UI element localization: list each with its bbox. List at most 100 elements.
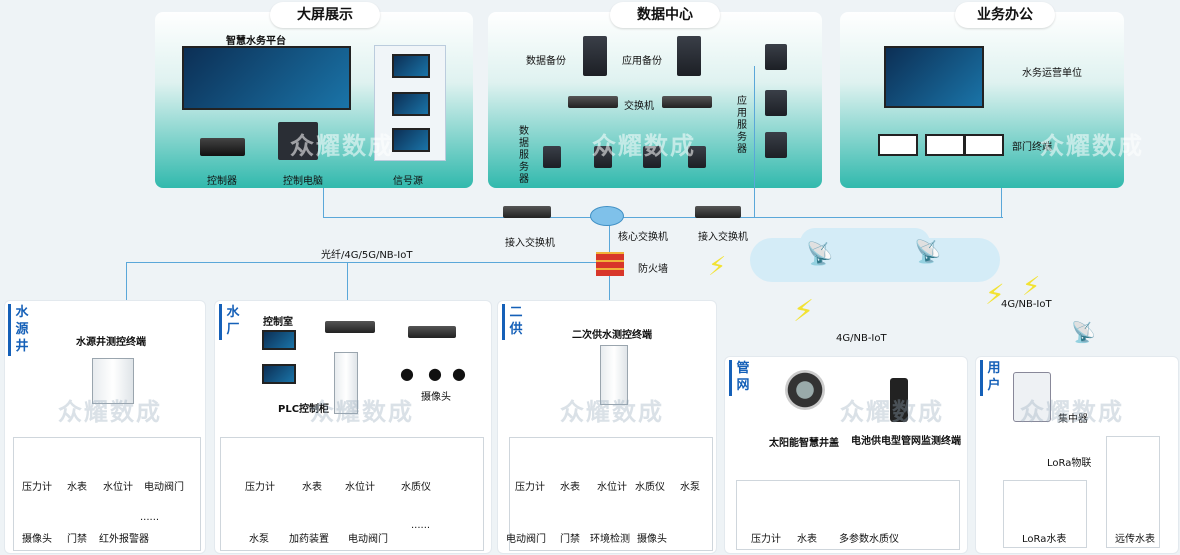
control-pc (278, 122, 318, 160)
watermark: 众耀数成 (1020, 398, 1124, 426)
watermark: 众耀数成 (592, 132, 696, 160)
data-server-3 (643, 146, 661, 168)
plc-label: PLC控制柜 (278, 404, 330, 415)
monitor-label: 电池供电型管网监测终端 (851, 436, 961, 447)
data-server-4 (688, 146, 706, 168)
plant-item: 水质仪 (401, 482, 431, 493)
signal-screen-1 (392, 54, 430, 78)
platform-label: 智慧水务平台 (226, 36, 286, 47)
plant-item: 水表 (302, 482, 322, 493)
well-item: ...... (140, 512, 160, 523)
firewall-icon (596, 252, 624, 276)
plant-item: 水泵 (249, 534, 269, 545)
operator-label: 水务运营单位 (1022, 68, 1082, 79)
well-tag: 水源井 (8, 304, 33, 356)
data-server-label: 数据服务器 (519, 126, 529, 185)
well-item: 水表 (67, 482, 87, 493)
wireless-right-label: 4G/NB-IoT (1001, 299, 1052, 310)
secondary-item: 水质仪 (635, 482, 665, 493)
link-well (126, 262, 127, 300)
secondary-item: 门禁 (560, 534, 580, 545)
well-item: 摄像头 (22, 534, 52, 545)
dc-switch-left (568, 96, 618, 108)
app-backup-label: 应用备份 (622, 56, 662, 67)
watermark: 众耀数成 (310, 398, 414, 426)
plant-pc-2 (262, 364, 296, 384)
pipe-tag: 管网 (729, 360, 754, 396)
secondary-item: 水泵 (680, 482, 700, 493)
tower-icon: 📡 (1071, 320, 1096, 344)
access-switch-right-label: 接入交换机 (698, 232, 748, 243)
watermark: 众耀数成 (840, 398, 944, 426)
dept-pc-2 (925, 134, 965, 156)
well-item: 电动阀门 (144, 482, 184, 493)
link-dc-down (754, 66, 755, 218)
data-backup-server (583, 36, 607, 76)
monitor-device (890, 378, 908, 422)
link-bus-top (323, 217, 1003, 218)
well-device-box (13, 437, 201, 551)
tab-office[interactable]: 业务办公 (955, 2, 1055, 28)
watermark: 众耀数成 (560, 398, 664, 426)
plant-item: ...... (411, 520, 431, 531)
signal-screen-3 (392, 128, 430, 152)
cloud-bump (800, 228, 930, 258)
link-bus-bottom (126, 262, 610, 263)
link-plant (347, 262, 348, 300)
user-lora-box (1003, 480, 1087, 548)
secondary-item: 水表 (560, 482, 580, 493)
control-pc-label: 控制电脑 (283, 176, 323, 187)
core-switch-icon (590, 206, 624, 226)
secondary-terminal (600, 345, 628, 405)
pipe-item: 水表 (797, 534, 817, 545)
well-item: 门禁 (67, 534, 87, 545)
secondary-device-box (509, 437, 713, 551)
tab-display[interactable]: 大屏展示 (270, 2, 380, 28)
manhole-label: 太阳能智慧井盖 (769, 438, 839, 449)
plant-item: 加药装置 (289, 534, 329, 545)
camera-icon: ● (452, 364, 466, 383)
access-switch-right (695, 206, 741, 218)
watermark: 众耀数成 (1040, 132, 1144, 160)
access-switch-left (503, 206, 551, 218)
well-item: 水位计 (103, 482, 133, 493)
concentrator-label: 集中器 (1058, 414, 1088, 425)
plant-tag: 水厂 (219, 304, 244, 340)
controller-label: 控制器 (207, 176, 237, 187)
lightning-icon: ⚡ (708, 252, 727, 282)
secondary-tag: 二供 (502, 304, 527, 340)
watermark: 众耀数成 (290, 132, 394, 160)
app-server-1 (765, 44, 787, 70)
camera-label: 摄像头 (421, 392, 451, 403)
plant-switch (325, 321, 375, 333)
lora-label: LoRa物联 (1047, 458, 1092, 469)
link-office-down (1001, 188, 1002, 218)
data-server-1 (543, 146, 561, 168)
user-remote-box (1106, 436, 1160, 548)
controller-device (200, 138, 245, 156)
secondary-item: 电动阀门 (506, 534, 546, 545)
office-screen (884, 46, 984, 108)
concentrator-device (1013, 372, 1051, 422)
plc-cabinet (334, 352, 358, 414)
core-switch-label: 核心交换机 (618, 232, 668, 243)
camera-icon: ● (400, 364, 414, 383)
dept-label: 部门终端 (1012, 142, 1052, 153)
dept-pc-3 (964, 134, 1004, 156)
secondary-item: 环境检测 (590, 534, 630, 545)
app-server-label: 应用服务器 (737, 96, 747, 155)
well-terminal (92, 358, 134, 404)
secondary-item: 摄像头 (637, 534, 667, 545)
plant-device-box (220, 437, 484, 551)
lightning-icon: ⚡ (1022, 272, 1041, 302)
tower-icon: 📡 (806, 242, 834, 267)
access-switch-left-label: 接入交换机 (505, 238, 555, 249)
dc-switch-right (662, 96, 712, 108)
uplink-label: 光纤/4G/5G/NB-IoT (321, 250, 413, 261)
tab-datacenter[interactable]: 数据中心 (610, 2, 720, 28)
plant-pc-1 (262, 330, 296, 350)
well-item: 红外报警器 (99, 534, 149, 545)
secondary-title: 二次供水测控终端 (572, 330, 652, 341)
plant-item: 水位计 (345, 482, 375, 493)
user-tag: 用户 (980, 360, 1005, 396)
